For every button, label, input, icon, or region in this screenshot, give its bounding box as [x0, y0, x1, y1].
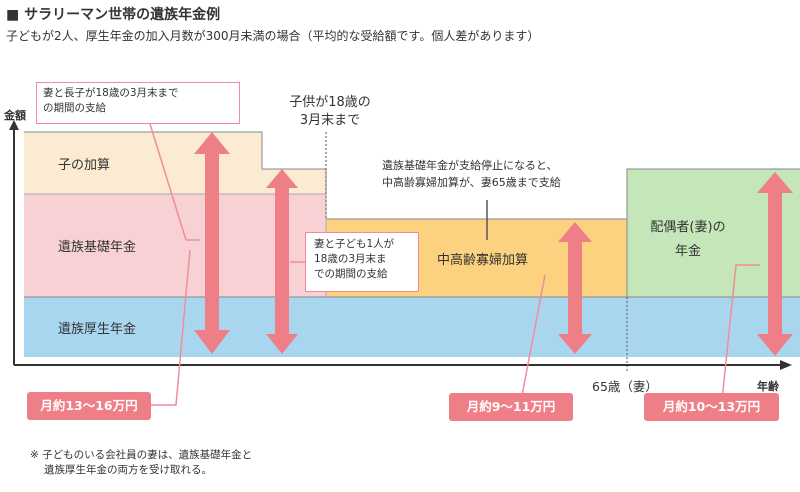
- callout-line: 妻と子ども1人が: [314, 238, 395, 250]
- footnote: ※ 子どものいる会社員の妻は、遺族基礎年金と 遺族厚生年金の両方を受け取れる。: [30, 448, 252, 478]
- callout-line: での期間の支給: [314, 268, 388, 280]
- basic-pension-label: 遺族基礎年金: [58, 240, 137, 255]
- stop-note: 遺族基礎年金が支給停止になると、 中高齢寡婦加算が、妻65歳まで支給: [382, 157, 561, 191]
- callout-two-children: 妻と長子が18歳の3月末まで の期間の支給: [36, 82, 240, 124]
- y-axis-arrowhead: [9, 120, 19, 130]
- child-18-note-line: 3月末まで: [299, 113, 361, 128]
- x-axis-arrowhead: [780, 360, 792, 370]
- callout-pointer-line: [149, 123, 187, 241]
- stop-note-line: 中高齢寡婦加算が、妻65歳まで支給: [382, 176, 561, 189]
- child-18-note: 子供が18歳の 3月末まで: [268, 94, 392, 130]
- callout-one-child: 妻と子ども1人が 18歳の3月末ま での期間の支給: [305, 232, 419, 292]
- page-subtitle: 子どもが2人、厚生年金の加入月数が300月未満の場合（平均的な受給額です。個人差…: [6, 29, 540, 43]
- amount-pointer-line: [721, 264, 760, 401]
- double-arrow-icon: [194, 132, 230, 354]
- own-pension-label-line: 配偶者(妻)の: [650, 220, 726, 235]
- amount-badge: 月約13～16万円: [27, 392, 151, 420]
- page-title: ■ サラリーマン世帯の遺族年金例: [6, 7, 221, 23]
- stop-note-line: 遺族基礎年金が支給停止になると、: [382, 159, 558, 172]
- child-18-note-line: 子供が18歳の: [289, 95, 371, 110]
- child-addition-label: 子の加算: [58, 158, 111, 173]
- own-pension-label: 配偶者(妻)の 年金: [640, 216, 736, 264]
- callout-line: 妻と長子が18歳の3月末まで: [43, 87, 179, 99]
- age-65-marker-label: 65歳（妻）: [592, 379, 658, 394]
- footnote-line: 遺族厚生年金の両方を受け取れる。: [44, 464, 212, 476]
- double-arrow-icon: [558, 222, 592, 354]
- amount-badge: 月約9～11万円: [449, 393, 573, 421]
- double-arrow-icon: [757, 172, 793, 356]
- band-child-addition-two-children: [24, 132, 262, 194]
- own-pension-label-line: 年金: [674, 244, 701, 259]
- callout-line: 18歳の3月末ま: [314, 253, 387, 265]
- amount-pointer-line: [150, 249, 191, 406]
- double-arrow-icon: [266, 169, 298, 354]
- x-axis-label: 年齢: [757, 380, 779, 393]
- band-employee-pension: [24, 297, 800, 357]
- employee-pension-label: 遺族厚生年金: [58, 322, 137, 337]
- y-axis-label: 金額: [4, 109, 26, 122]
- widow-addition-label: 中高齢寡婦加算: [437, 253, 529, 268]
- footnote-line: ※ 子どものいる会社員の妻は、遺族基礎年金と: [30, 449, 253, 461]
- amount-badge: 月約10～13万円: [644, 393, 779, 421]
- callout-line: の期間の支給: [43, 102, 106, 114]
